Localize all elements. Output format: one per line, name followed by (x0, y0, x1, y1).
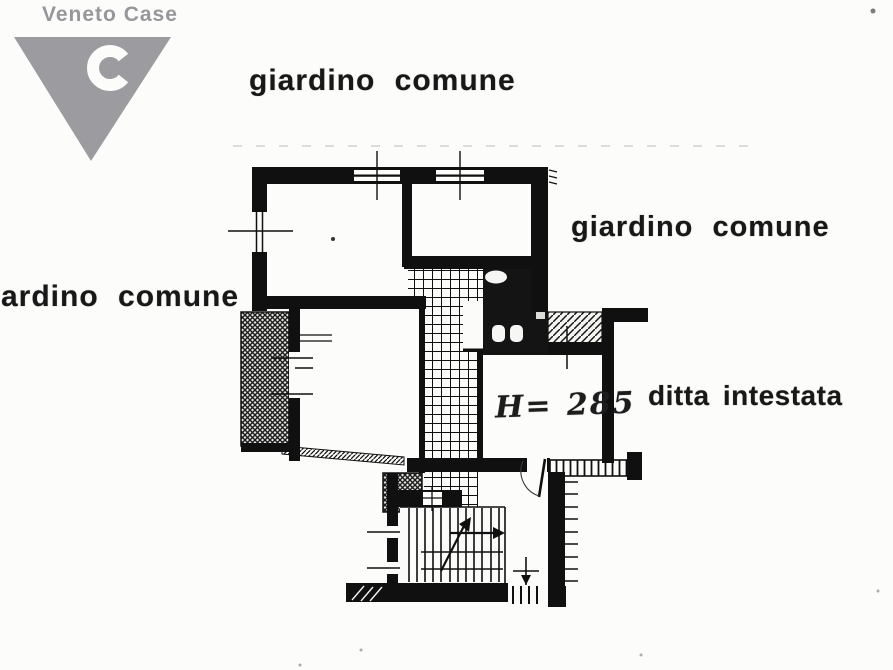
stair-direction-arrow (440, 523, 466, 572)
right-balcony (547, 311, 603, 344)
watermark-brand-text: Veneto Case (42, 3, 178, 26)
watermark-triangle-icon (14, 37, 171, 161)
diagonal-wall (281, 445, 405, 466)
right-boundary-hatched-wall (549, 452, 642, 480)
stair-core (408, 269, 483, 512)
wall-hatch-ticks (565, 481, 578, 582)
label-ceiling-height: H= 285 (494, 385, 637, 426)
label-giardino-comune-top: giardino comune (249, 64, 516, 97)
entrance-door (520, 458, 547, 498)
scan-specks (298, 589, 880, 667)
interior-marks (300, 237, 335, 342)
window-symbols (228, 151, 577, 574)
label-giardino-comune-left: ardino comune (1, 280, 240, 313)
toilet-icon (492, 325, 505, 342)
staircase (400, 506, 506, 583)
sink-icon (485, 270, 507, 284)
veneto-case-watermark: Veneto Case (0, 0, 200, 175)
label-ditta-intestata: ditta intestata (648, 380, 843, 411)
bidet-icon (510, 325, 523, 342)
bottom-porch (351, 557, 548, 607)
c-badge-icon (87, 45, 129, 91)
label-giardino-comune-right: giardino comune (571, 211, 830, 243)
scan-dashed-line (233, 8, 876, 147)
left-balcony (240, 311, 290, 452)
